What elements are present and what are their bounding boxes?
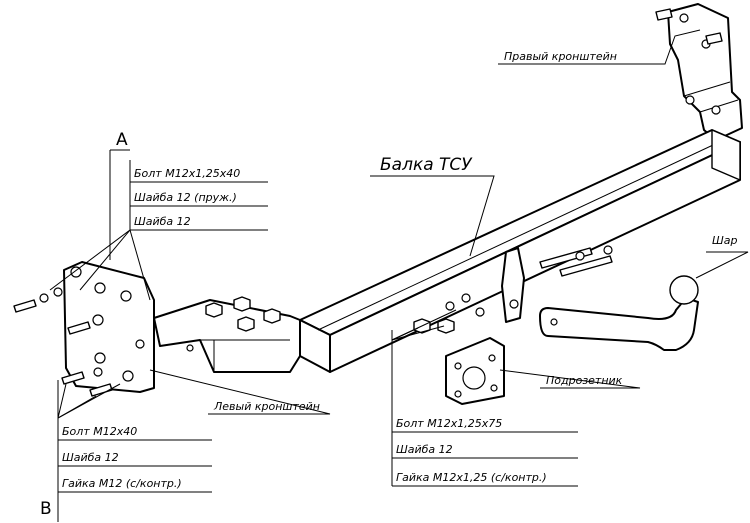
- group-a-washer: Шайба 12: [134, 215, 191, 228]
- group-b-bolt: Болт М12х40: [62, 425, 137, 438]
- group-a-washer-spring: Шайба 12 (пруж.): [134, 191, 237, 204]
- tow-ball: [539, 275, 699, 351]
- left-mounting-plate: [63, 261, 155, 393]
- right-bracket: [655, 3, 743, 141]
- left-bolts: [13, 287, 113, 397]
- group-a-bolt: Болт М12х1,25х40: [134, 167, 240, 180]
- ball-label: Шар: [712, 234, 738, 247]
- socket-bracket: [501, 245, 613, 323]
- group-c-bolt: Болт М12х1,25х75: [396, 417, 502, 430]
- beam-label: Балка ТСУ: [380, 155, 473, 175]
- group-c-nut: Гайка М12х1,25 (с/контр.): [396, 471, 547, 484]
- socket-plate-label: Подрозетник: [546, 374, 623, 387]
- section-a-letter: А: [116, 130, 128, 150]
- socket-plate: [445, 337, 505, 405]
- group-c-washer: Шайба 12: [396, 443, 453, 456]
- group-b-washer: Шайба 12: [62, 451, 119, 464]
- left-bracket-label: Левый кронштейн: [213, 400, 320, 413]
- section-b-letter: В: [40, 499, 52, 519]
- towbar-beam: [299, 129, 741, 373]
- bracket-nuts: [205, 296, 281, 332]
- group-b-nut: Гайка М12 (с/контр.): [62, 477, 182, 490]
- right-bracket-label: Правый кронштейн: [504, 50, 617, 63]
- leader-lines: [49, 29, 749, 522]
